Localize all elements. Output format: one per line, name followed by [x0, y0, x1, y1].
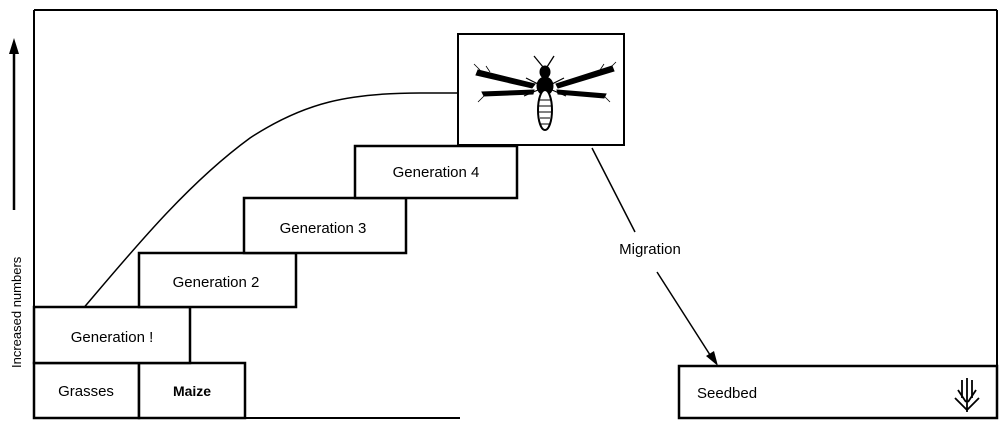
migration-arrow	[591, 147, 718, 366]
generation-2-box: Generation 2	[137, 251, 298, 309]
maize-box: Maize	[137, 361, 247, 420]
migration-label: Migration	[619, 241, 681, 258]
generation-4-label: Generation 4	[393, 164, 480, 181]
seedling-icon	[954, 378, 980, 412]
adult-insect-box	[457, 33, 625, 146]
generation-3-box: Generation 3	[242, 196, 408, 255]
generation-3-label: Generation 3	[280, 220, 367, 237]
up-arrow-icon	[9, 38, 19, 210]
seedbed-box: Seedbed	[677, 364, 999, 420]
generation-1-box: Generation !	[32, 305, 192, 365]
generation-4-box: Generation 4	[353, 144, 519, 200]
seedbed-label: Seedbed	[697, 385, 757, 402]
generation-1-label: Generation !	[71, 329, 154, 346]
y-axis-label: Increased numbers	[9, 256, 24, 368]
population-curve	[34, 92, 460, 364]
generation-2-label: Generation 2	[173, 274, 260, 291]
grasses-label: Grasses	[58, 383, 114, 400]
grasses-box: Grasses	[32, 361, 141, 420]
maize-label: Maize	[173, 383, 211, 399]
adult-insect-icon	[473, 55, 617, 131]
